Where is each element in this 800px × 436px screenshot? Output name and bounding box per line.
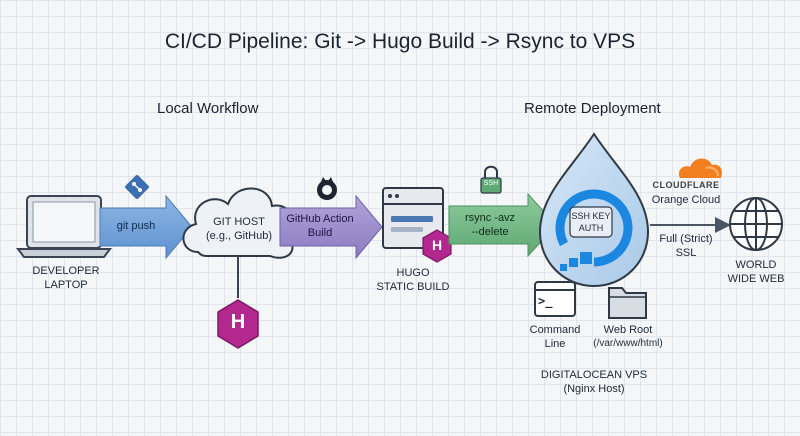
page-title: CI/CD Pipeline: Git -> Hugo Build -> Rsy… <box>164 30 636 53</box>
hugo-label: HUGO STATIC BUILD <box>366 266 460 294</box>
hugo-logo-icon <box>217 299 259 349</box>
git-host-label-line1: GIT HOST <box>213 216 265 228</box>
terminal-label-line1: Command <box>529 324 581 336</box>
terminal-label-line2: Line <box>544 338 566 350</box>
git-icon <box>125 175 149 199</box>
build-server-icon <box>382 187 444 249</box>
github-icon <box>317 177 337 200</box>
git-push-label: git push <box>116 220 156 232</box>
rsync-label-line1: rsync -avz <box>464 212 516 224</box>
rsync-label-line2: --delete <box>471 226 509 238</box>
folder-icon <box>608 287 647 319</box>
cloudflare-cloud-icon <box>678 158 722 178</box>
hugo-label-line2: STATIC BUILD <box>376 281 450 293</box>
www-label-line1: WORLD <box>735 259 777 271</box>
laptop-label-line2: LAPTOP <box>44 279 88 291</box>
ssh-key-label-line1: SSH KEY <box>571 211 611 221</box>
section-remote-deployment: Remote Deployment <box>524 100 661 117</box>
hugo-badge-letter: H <box>431 237 443 253</box>
github-action-label: GitHub Action Build <box>280 212 360 240</box>
cloudflare-brand: CLOUDFLARE <box>652 180 720 190</box>
globe-icon <box>729 197 783 251</box>
laptop-icon <box>16 195 112 258</box>
www-label-line2: WIDE WEB <box>727 273 785 285</box>
ssh-key-label: SSH KEY AUTH <box>570 210 612 234</box>
vps-label-line1: DIGITALOCEAN VPS <box>540 369 648 381</box>
git-host-label-line2: (e.g., GitHub) <box>205 230 273 242</box>
git-host-label: GIT HOST (e.g., GitHub) <box>196 215 282 243</box>
git-push-arrow <box>99 194 193 260</box>
ssl-label-line2: SSL <box>675 247 697 259</box>
hugo-logo-letter: H <box>230 311 246 333</box>
ssh-badge-label: SSH <box>483 180 499 187</box>
vps-label: DIGITALOCEAN VPS (Nginx Host) <box>528 368 660 396</box>
web-root-label-line1: Web Root <box>603 324 653 336</box>
hugo-label-line1: HUGO <box>396 267 430 279</box>
terminal-prompt: >_ <box>538 294 553 308</box>
ssl-label-line1: Full (Strict) <box>659 233 713 245</box>
www-label: WORLD WIDE WEB <box>716 258 796 286</box>
terminal-icon <box>534 281 576 317</box>
cloudflare-highlight <box>705 166 719 177</box>
web-root-label-line2: (/var/www/html) <box>593 338 663 349</box>
section-local-workflow: Local Workflow <box>157 100 259 117</box>
ssl-label: Full (Strict) SSL <box>650 232 722 260</box>
github-action-label-line1: GitHub Action <box>286 213 354 225</box>
ssh-key-label-line2: AUTH <box>578 223 604 233</box>
github-action-label-line2: Build <box>307 227 333 239</box>
cloudflare-label: Orange Cloud <box>651 194 721 206</box>
laptop-label: DEVELOPER LAPTOP <box>20 264 112 292</box>
vps-label-line2: (Nginx Host) <box>563 383 625 395</box>
rsync-label: rsync -avz --delete <box>454 211 526 239</box>
terminal-label: Command Line <box>525 323 585 351</box>
laptop-label-line1: DEVELOPER <box>32 265 100 277</box>
ssh-lock-icon <box>480 165 502 194</box>
droplet-icon <box>538 132 650 288</box>
github-action-arrow <box>279 194 383 260</box>
web-root-label: Web Root (/var/www/html) <box>592 323 664 351</box>
